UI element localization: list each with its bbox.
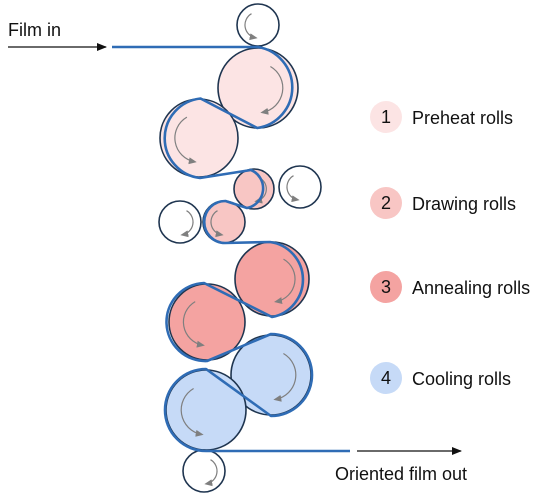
rotation-arrow-icon (286, 175, 300, 203)
legend-label: Preheat rolls (412, 108, 513, 128)
legend-label: Cooling rolls (412, 369, 511, 389)
legend-item-drawing: 2 Drawing rolls (370, 187, 516, 219)
rolls (158, 3, 322, 493)
legend-number: 1 (381, 107, 391, 127)
legend-badge-3 (370, 271, 402, 303)
rotation-arrow-icon (274, 258, 296, 305)
rotation-arrow-icon (273, 352, 297, 402)
legend-number: 4 (381, 368, 391, 388)
nip-roll-left (158, 200, 202, 244)
legend-item-preheat: 1 Preheat rolls (370, 101, 513, 133)
drawing-roll-1 (233, 168, 275, 210)
legend-number: 3 (381, 277, 391, 297)
film-in-label: Film in (8, 20, 61, 40)
rotation-arrow-icon (210, 210, 224, 238)
rotation-arrow-icon (180, 387, 204, 437)
rotation-arrow-icon (180, 210, 194, 238)
legend-number: 2 (381, 193, 391, 213)
rotation-arrow-icon (204, 459, 218, 487)
legend-badge-2 (370, 187, 402, 219)
legend-label: Drawing rolls (412, 194, 516, 214)
legend-badge-4 (370, 362, 402, 394)
rotation-arrow-icon (182, 301, 205, 348)
nip-roll-top (236, 3, 280, 47)
oriented-film-out-label: Oriented film out (335, 464, 467, 484)
film-path (112, 45, 350, 453)
cooling-roll-2 (165, 369, 247, 451)
legend-badge-1 (370, 101, 402, 133)
nip-roll-bottom (182, 449, 226, 493)
legend: 1 Preheat rolls 2 Drawing rolls 3 Anneal… (370, 101, 530, 394)
rotation-arrow-icon (244, 13, 258, 41)
legend-item-annealing: 3 Annealing rolls (370, 271, 530, 303)
rotation-arrow-icon (174, 116, 197, 165)
legend-item-cooling: 4 Cooling rolls (370, 362, 511, 394)
legend-label: Annealing rolls (412, 278, 530, 298)
nip-roll-right (278, 165, 322, 209)
rotation-arrow-icon (260, 65, 284, 115)
